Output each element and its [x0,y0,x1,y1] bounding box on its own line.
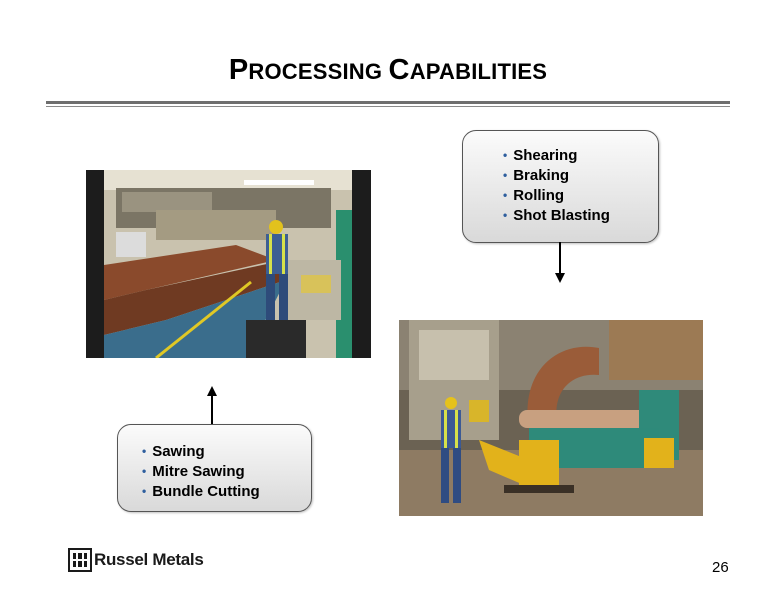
bullet-icon: • [142,444,147,458]
russel-metals-logo-icon [68,548,92,572]
russel-metals-logo: Russel Metals [68,548,204,572]
page-title: PROCESSING CAPABILITIES [228,54,548,86]
capability-list-top: •Shearing •Braking •Rolling •Shot Blasti… [503,146,610,226]
title-divider [46,101,730,104]
bullet-icon: • [503,168,508,182]
shearing-capabilities-box: •Shearing •Braking •Rolling •Shot Blasti… [462,130,659,243]
rolling-photo [399,320,703,516]
list-item: •Shot Blasting [503,207,610,224]
list-item: •Bundle Cutting [142,483,260,500]
title-divider-thin [46,106,730,107]
sawing-photo [86,170,371,358]
page-number: 26 [712,559,729,576]
arrow-up-icon [207,386,217,424]
bullet-icon: • [142,484,147,498]
list-item: •Mitre Sawing [142,463,245,480]
bullet-icon: • [503,188,508,202]
list-item: •Braking [503,167,570,184]
bullet-icon: • [142,464,147,478]
bullet-icon: • [503,208,508,222]
bullet-icon: • [503,148,508,162]
list-item: •Rolling [503,187,565,204]
list-item: •Sawing [142,443,205,460]
list-item: •Shearing [503,147,578,164]
arrow-down-icon [555,242,565,283]
capability-list-bottom: •Sawing •Mitre Sawing •Bundle Cutting [142,442,260,502]
sawing-capabilities-box: •Sawing •Mitre Sawing •Bundle Cutting [117,424,312,512]
